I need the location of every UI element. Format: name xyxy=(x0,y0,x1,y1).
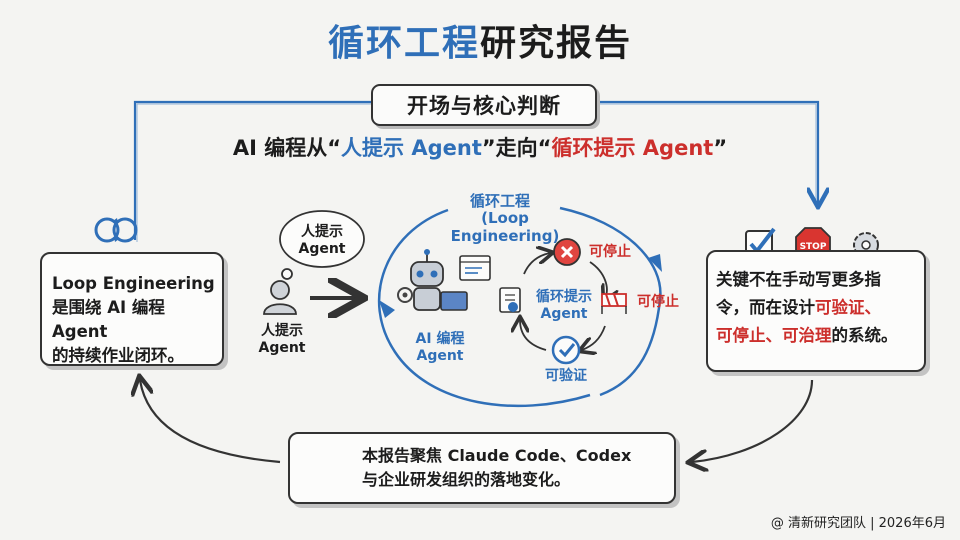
highlight-stoppable-governable: 可停止、可治理 xyxy=(716,326,832,345)
loop-title-en: (Loop Engineering) xyxy=(450,209,560,245)
robot-icon xyxy=(410,249,468,311)
left-card-text: Loop Engineering 是围绕 AI 编程 Agent 的持续作业闭环… xyxy=(52,272,222,368)
inner-arrow-top xyxy=(523,253,550,275)
robot-gear-icon xyxy=(397,287,413,303)
right-card-line-2: 令，而在设计可验证、 xyxy=(716,298,881,317)
subtitle-loop-agent: 循环提示 Agent xyxy=(551,136,714,160)
right-to-bottom-arrow xyxy=(692,379,814,462)
subtitle-prefix: AI 编程从“ xyxy=(232,136,342,160)
subtitle-human-agent: 人提示 Agent xyxy=(341,136,482,160)
page-title: 循环工程研究报告 xyxy=(0,14,960,66)
stoppable-top-label: 可停止 xyxy=(589,244,631,260)
subtitle-suffix: ” xyxy=(713,136,728,160)
verify-check-icon xyxy=(551,335,581,365)
loop-agent-label: 循环提示 Agent xyxy=(536,289,592,322)
top-loop-arrow-right xyxy=(593,100,818,203)
inner-arrow-bottom xyxy=(582,325,606,350)
section-title-box: 开场与核心判断 xyxy=(371,84,597,126)
stop-x-icon xyxy=(553,238,581,266)
bottom-card-text: 本报告聚焦 Claude Code、Codex 与企业研发组织的落地变化。 xyxy=(362,444,632,492)
stoppable-right-label: 可停止 xyxy=(637,294,679,310)
loop-circle xyxy=(377,206,662,408)
barrier-icon xyxy=(601,293,627,314)
highlight-verifiable: 可验证、 xyxy=(815,298,881,317)
subtitle-middle: ”走向“ xyxy=(481,136,552,160)
subtitle: AI 编程从“人提示 Agent”走向“循环提示 Agent” xyxy=(0,132,960,162)
loop-infinity-icon xyxy=(94,217,138,243)
left-card-line-1: Loop Engineering xyxy=(52,274,215,293)
right-card xyxy=(706,250,926,372)
thought-bubble xyxy=(276,210,365,290)
top-loop-arrow xyxy=(133,100,371,240)
left-card-line-2: 是围绕 AI 编程 Agent xyxy=(52,298,165,341)
bottom-card xyxy=(288,432,676,504)
stop-sign-label: STOP xyxy=(800,242,827,252)
inner-arrow-left xyxy=(520,320,547,351)
person-icon xyxy=(263,280,297,315)
left-card xyxy=(40,252,224,366)
right-card-line-1: 关键不在手动写更多指 xyxy=(716,270,881,289)
right-card-text: 关键不在手动写更多指 令，而在设计可验证、 可停止、可治理的系统。 xyxy=(716,266,921,350)
clipboard-icon xyxy=(499,287,521,313)
title-rest: 研究报告 xyxy=(480,23,633,64)
bottom-card-line-1: 本报告聚焦 Claude Code、Codex xyxy=(362,446,632,465)
right-card-line-3: 可停止、可治理的系统。 xyxy=(716,326,898,345)
bottom-to-left-arrow xyxy=(140,380,281,464)
loop-title: 循环工程 xyxy=(469,192,530,210)
code-window-icon xyxy=(459,255,491,281)
human-agent-label: 人提示 Agent xyxy=(258,323,306,356)
left-card-line-3: 的持续作业闭环。 xyxy=(52,346,184,365)
verifiable-label: 可验证 xyxy=(545,368,587,384)
thought-bubble-text: 人提示 Agent xyxy=(298,224,346,257)
bottom-card-line-2: 与企业研发组织的落地变化。 xyxy=(362,470,571,489)
footer-credit: @ 清新研究团队 | 2026年6月 xyxy=(770,516,946,531)
section-title: 开场与核心判断 xyxy=(407,94,561,118)
title-highlight: 循环工程 xyxy=(327,23,480,64)
ai-agent-label: AI 编程 Agent xyxy=(415,331,465,364)
